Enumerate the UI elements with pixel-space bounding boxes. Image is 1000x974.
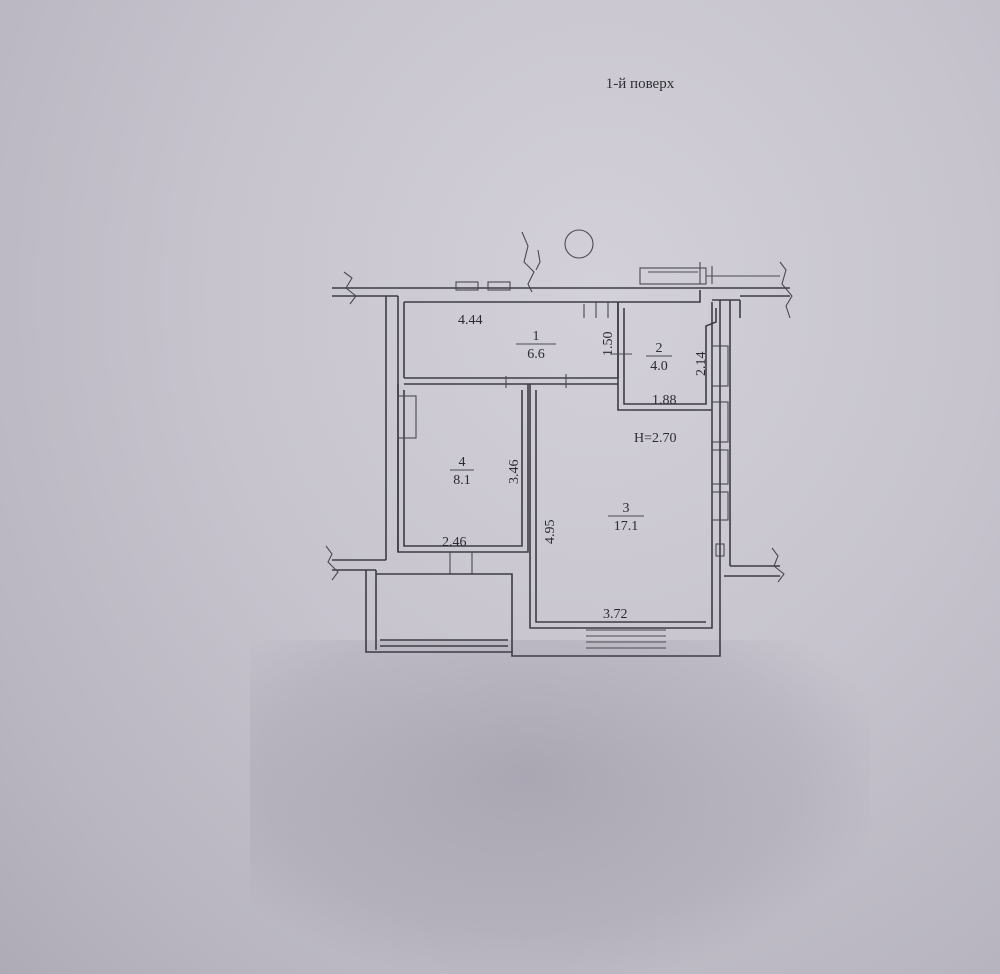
room-2-length-label: 2.14 [694,352,709,377]
room-3 [529,345,729,649]
window-top-1 [455,281,479,291]
room-1 [404,302,619,388]
room-4-width-label: 2.46 [442,535,467,550]
room-3-length-label: 4.95 [543,520,558,545]
north-symbol [564,229,594,259]
room-2-number: 2 [656,341,663,356]
window-top-3 [639,267,707,285]
balcony [376,573,513,652]
room-3-number: 3 [623,501,630,516]
break-mark-right-lower [771,547,785,583]
room-3-window-4 [711,491,729,521]
top-inner-wall [403,290,701,378]
camera-shadow [250,640,870,974]
room-4-number: 4 [459,455,466,470]
room-4-walls [397,384,529,553]
room-3-window-3 [711,449,729,485]
room-1-number: 1 [533,329,540,344]
room-3-area: 17.1 [614,519,639,534]
room-3-window-1 [711,345,729,387]
room-2-area: 4.0 [650,359,668,374]
ceiling-height-label: H=2.70 [634,431,677,446]
break-mark-left-lower [325,545,339,581]
room-2-width-label: 1.88 [652,393,677,408]
window-top-3-detail [648,262,780,284]
room-4-length-label: 3.46 [507,460,522,485]
room-4-area: 8.1 [453,473,471,488]
break-mark-top-right [779,261,793,319]
floor-title: 1-й поверх [605,76,675,92]
room-3-socket [715,543,725,557]
outer-wall-outline [332,287,790,657]
room-1-width-label: 1.50 [601,332,616,357]
room-4 [397,384,529,574]
room-4-window [397,395,417,439]
north-mark [535,249,541,271]
room-3-exit [586,629,666,649]
room-3-width-label: 3.72 [603,607,628,622]
break-mark-top-left [343,271,357,305]
room-4-balcony-door [449,552,473,574]
room-1-door [505,302,609,388]
room-1-area: 6.6 [527,347,545,362]
room-1-length-label: 4.44 [458,313,483,328]
window-top-2 [487,281,511,291]
room-3-walls [529,384,713,629]
balcony-walls [376,573,513,652]
outer-walls [325,229,793,657]
room-1-walls [404,302,619,385]
break-mark-top-center [521,231,535,293]
room-3-window-2 [711,401,729,443]
